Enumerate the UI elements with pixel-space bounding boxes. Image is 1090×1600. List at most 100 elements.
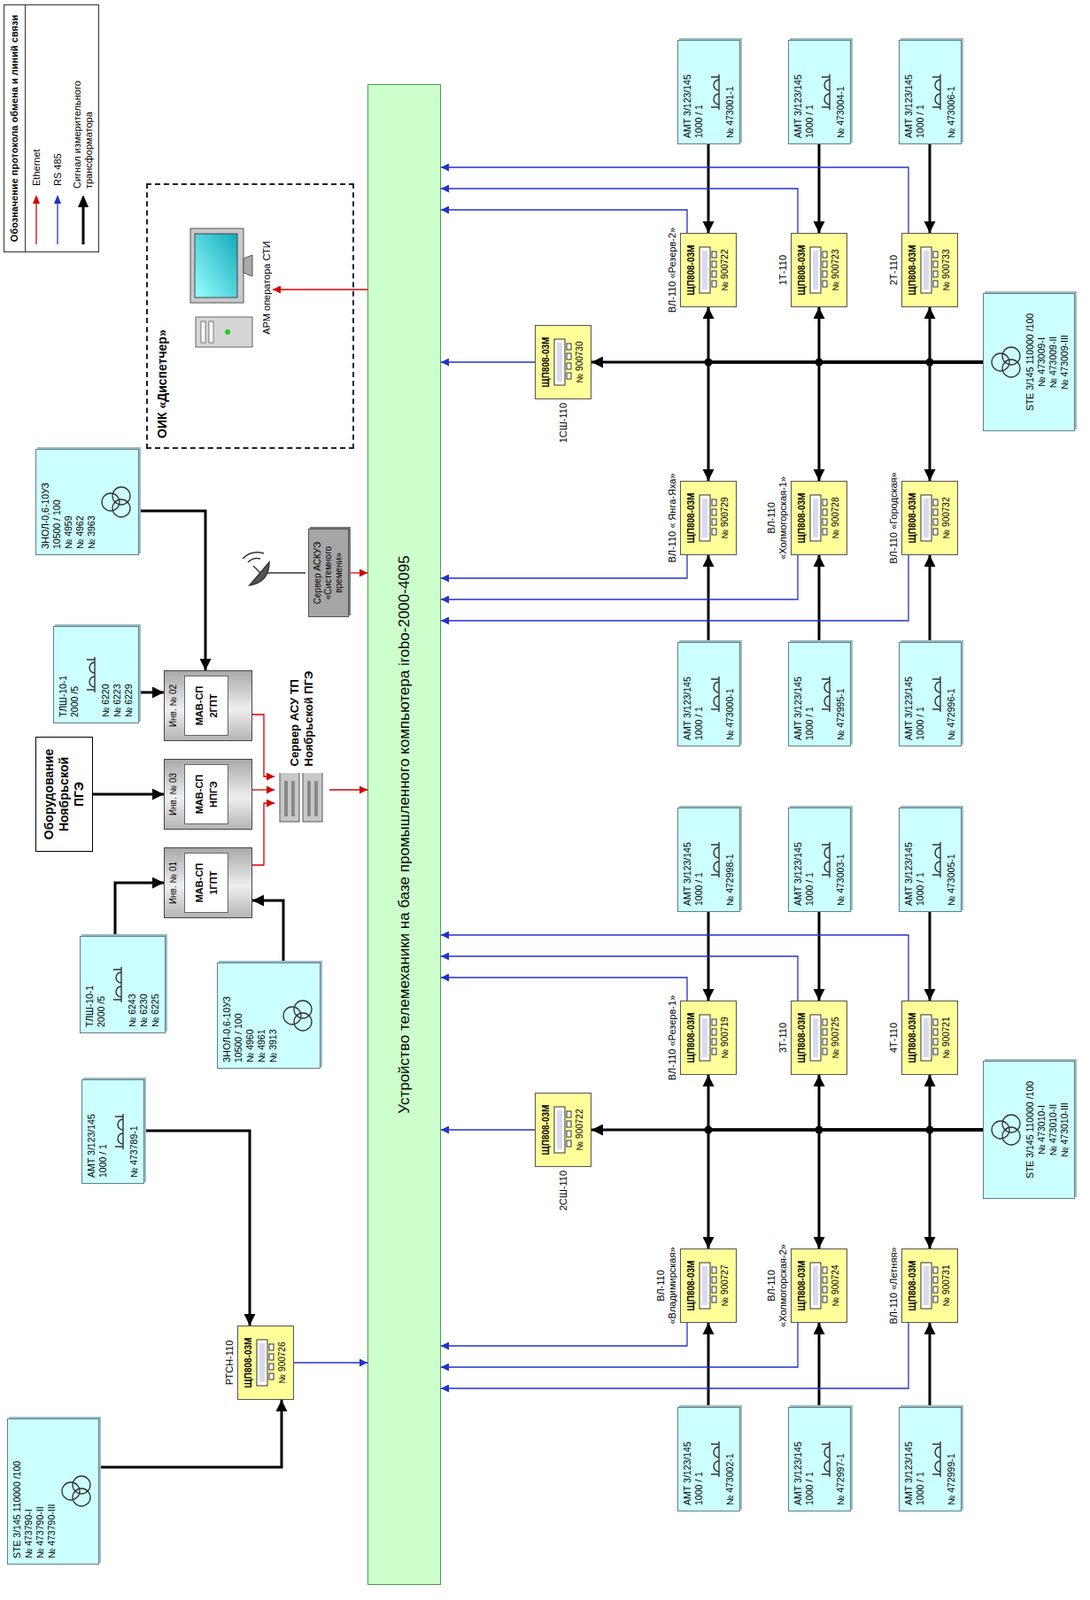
serial-number: № 6220 (100, 632, 112, 718)
device-unit: 1ГПТ (206, 855, 221, 911)
rs485-link (440, 167, 909, 233)
meter-label: РТСН-110 (224, 1315, 236, 1410)
box-text: Сервер АСКУЭ «Системного времени» (312, 533, 345, 613)
signal-line (139, 510, 206, 671)
rack-icon (276, 773, 328, 826)
serial-number: № 6225 (149, 942, 162, 1028)
signal-line (819, 307, 983, 363)
meter-number: № 900724 (830, 1265, 842, 1307)
rs485-link (440, 188, 798, 233)
transformer-symbol (280, 996, 315, 1036)
ct-symbol (817, 674, 834, 714)
meter-display (809, 494, 829, 542)
signal-line (818, 912, 821, 1001)
voltage-transformer-box: ЗНОЛ-0,6-10УЗ10500 / 100№ 4959№ 4962№ 39… (35, 448, 140, 556)
meter-number: № 900730 (574, 341, 586, 384)
transformer-type: АМТ 3/123/145 (792, 46, 804, 139)
rs485-link (293, 1361, 368, 1363)
meter-box: 2СШ-110ЩП808-03М№ 900722 (534, 1092, 592, 1168)
ct-symbol (817, 1439, 834, 1479)
serial-number: № 3963 (85, 455, 98, 549)
inventory-number: Инв. № 03 (168, 764, 179, 825)
transformer-type: STE 3/145 110000 /100 (1024, 299, 1036, 426)
current-transformer-box: ТЛШ-10-12000 /5№ 6243№ 6230№ 6225 (79, 935, 166, 1034)
current-transformer-box: АМТ 3/123/1451000 / 1№ 472997-1 (788, 1406, 851, 1512)
transformer-ratio: 1000 / 1 (914, 813, 927, 906)
meter-display (698, 494, 719, 542)
controller-cabinet: Инв. № 02МАВ-СП2ГПТ (163, 670, 253, 742)
meter-model: ЩП808-03М (907, 1012, 919, 1064)
ethernet-link (329, 788, 368, 790)
transformer-type: АМТ 3/123/145 (85, 1085, 98, 1178)
transformer-symbol (99, 482, 133, 522)
serial-number: № 4960 (244, 968, 256, 1063)
legend-line-sample (76, 195, 91, 247)
ct-symbol (927, 674, 944, 714)
transformer-type: ТЛШ-10-1 (57, 632, 70, 718)
ct-symbol (927, 1439, 944, 1479)
signal-line (819, 1074, 983, 1130)
serial-number: № 472997-1 (834, 1413, 847, 1506)
meter-display (919, 494, 940, 542)
meter-model: ЩП808-03М (796, 1260, 808, 1312)
transformer-ratio: 1000 / 1 (914, 1413, 927, 1506)
meter-model: ЩП808-03М (907, 245, 919, 296)
rs485-link (440, 555, 798, 600)
meter-number: № 900728 (830, 497, 842, 540)
meter-box: ВЛ-110 « Янга-Яха»ЩП808-03М№ 900729 (680, 480, 737, 556)
meter-model: ЩП808-03М (686, 1260, 697, 1312)
serial-number: 10500 / 100 (232, 968, 245, 1063)
controller-cabinet: Инв. № 01МАВ-СП1ГПТ (163, 847, 253, 919)
meter-display (809, 246, 829, 294)
serial-number: № 473009-III (1059, 299, 1071, 426)
serial-number: № 4959 (62, 455, 75, 549)
serial-number: № 473002-1 (724, 1413, 736, 1506)
rs485-link (440, 555, 909, 621)
meter-box: ВЛ-110 «Холмогорская-1»ЩП808-03М№ 900728 (790, 480, 848, 556)
transformer-type: АМТ 3/123/145 (681, 46, 694, 139)
transformer-ratio: 1000 / 1 (693, 648, 705, 741)
serial-number: № 473009-I (1035, 299, 1048, 426)
transformer-type: АМТ 3/123/145 (792, 648, 804, 741)
ethernet-link (252, 714, 275, 777)
current-transformer-box: АМТ 3/123/1451000 / 1№ 473000-1 (677, 641, 741, 747)
meter-number: № 900729 (719, 497, 731, 540)
meter-display (553, 338, 573, 387)
rs485-link (440, 1128, 535, 1130)
signal-line (929, 1129, 983, 1249)
meter-label: 1Т-110 (777, 223, 789, 317)
serial-number: № 473009-II (1047, 299, 1060, 426)
time-server-box: Сервер АСКУЭ «Системного времени» (308, 528, 349, 618)
serial-number: № 6243 (126, 942, 139, 1028)
meter-box: ВЛ-110 «Холмогорская-2»ЩП808-03М№ 900724 (790, 1248, 848, 1323)
serial-number: № 473789-1 (128, 1085, 140, 1178)
serial-number: № 473004-1 (834, 46, 847, 139)
rs485-link (440, 361, 535, 363)
ct-symbol (706, 1439, 723, 1479)
meter-model: ЩП808-03М (686, 493, 697, 544)
meter-display (919, 1013, 940, 1062)
signal-line (139, 691, 164, 695)
computer-icon (186, 221, 260, 355)
meter-label: ВЛ-110 «Холмогорская-2» (765, 1238, 789, 1333)
cabinet-panel: МАВ-СП2ГПТ (184, 675, 229, 736)
transformer-type: STE 3/145 110000 /100 (1024, 1066, 1036, 1193)
meter-display (255, 1338, 276, 1387)
signal-line (708, 307, 983, 363)
legend-row: RS 485 (46, 5, 69, 252)
meter-box: ВЛ-110 «Резерв-2»ЩП808-03М№ 900722 (680, 232, 737, 308)
ct-symbol (82, 655, 99, 695)
transformer-type: ТЛШ-10-1 (84, 942, 96, 1028)
meter-model: ЩП808-03М (686, 245, 697, 296)
meter-model: ЩП808-03М (796, 1012, 808, 1064)
meter-label: ВЛ-110 «Летняя» (888, 1238, 900, 1333)
antenna-symbol (242, 552, 306, 586)
current-transformer-box: АМТ 3/123/1451000 / 1№ 472996-1 (898, 641, 962, 747)
transformer-ratio: 1000 / 1 (693, 46, 705, 139)
meter-model: ЩП808-03М (796, 493, 808, 544)
workstation: АРМ оператора СТИ (185, 216, 273, 359)
legend-line-sample (50, 193, 65, 247)
serial-number: № 6223 (111, 632, 124, 718)
transformer-type: АМТ 3/123/145 (903, 46, 915, 139)
transformer-type: АМТ 3/123/145 (681, 813, 694, 906)
